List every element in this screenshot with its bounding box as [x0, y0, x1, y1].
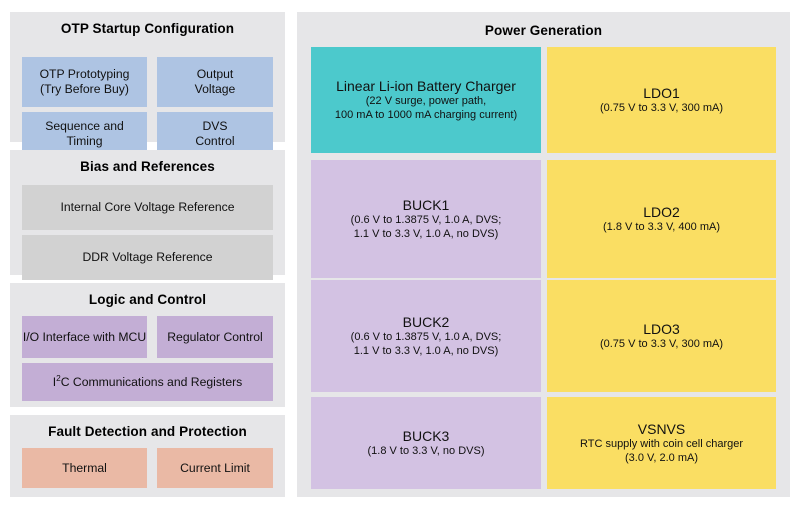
panel-title-otp: OTP Startup Configuration [60, 21, 235, 36]
block-otp-prototyping-line2: (Try Before Buy) [40, 82, 129, 96]
block-buck2-sub1: (0.6 V to 1.3875 V, 1.0 A, DVS; [350, 331, 502, 344]
block-linear-liion-battery-charger[interactable]: Linear Li-ion Battery Charger (22 V surg… [311, 47, 541, 153]
block-ldo2-title: LDO2 [643, 203, 680, 220]
panel-fault-detection-and-protection: Fault Detection and Protection Thermal C… [10, 415, 285, 497]
i2c-prefix: I [52, 374, 57, 389]
block-buck1-sub1: (0.6 V to 1.3875 V, 1.0 A, DVS; [350, 214, 502, 227]
block-buck1-sub2: 1.1 V to 3.3 V, 1.0 A, no DVS) [353, 227, 499, 240]
block-vsnvs-sub1: RTC supply with coin cell charger [579, 438, 744, 451]
block-regulator-control[interactable]: Regulator Control [157, 316, 273, 358]
block-thermal[interactable]: Thermal [22, 448, 147, 488]
block-dvs-control-line1: DVS [202, 119, 228, 134]
panel-title-power-generation: Power Generation [484, 23, 603, 38]
block-buck3-title: BUCK3 [402, 427, 450, 444]
block-buck3-sub1: (1.8 V to 3.3 V, no DVS) [367, 444, 485, 457]
block-buck2-sub2: 1.1 V to 3.3 V, 1.0 A, no DVS) [353, 344, 499, 357]
block-buck1-title: BUCK1 [402, 197, 450, 214]
panel-bias-and-references: Bias and References Internal Core Voltag… [10, 150, 285, 280]
block-sequence-and-timing-line2: Timing [66, 134, 103, 148]
block-output-voltage-line2: Voltage [194, 82, 236, 96]
block-i2c-communications-and-registers[interactable]: I2C Communications and Registers [22, 363, 273, 401]
block-current-limit[interactable]: Current Limit [157, 448, 273, 488]
block-linear-liion-battery-charger-title: Linear Li-ion Battery Charger [336, 78, 516, 95]
block-internal-core-voltage-reference[interactable]: Internal Core Voltage Reference [22, 185, 273, 230]
block-output-voltage-line1: Output [196, 67, 234, 82]
block-io-interface-with-mcu-label: I/O Interface with MCU [22, 329, 147, 344]
block-thermal-label: Thermal [62, 460, 107, 475]
block-ldo2-sub1: (1.8 V to 3.3 V, 400 mA) [603, 220, 720, 233]
block-internal-core-voltage-reference-label: Internal Core Voltage Reference [60, 200, 235, 215]
block-i2c-communications-and-registers-label: I2C Communications and Registers [52, 372, 243, 390]
panel-logic-and-control: Logic and Control I/O Interface with MCU… [10, 283, 285, 407]
block-vsnvs-title: VSNVS [637, 421, 686, 438]
block-regulator-control-label: Regulator Control [167, 329, 263, 344]
block-ldo3-sub1: (0.75 V to 3.3 V, 300 mA) [599, 337, 724, 350]
block-ldo3[interactable]: LDO3 (0.75 V to 3.3 V, 300 mA) [547, 280, 776, 392]
block-linear-liion-battery-charger-sub1: (22 V surge, power path, [365, 95, 487, 108]
block-vsnvs[interactable]: VSNVS RTC supply with coin cell charger … [547, 397, 776, 489]
block-sequence-and-timing[interactable]: Sequence and Timing [22, 112, 147, 156]
block-ldo3-title: LDO3 [643, 320, 680, 337]
panel-title-logic: Logic and Control [88, 292, 207, 307]
panel-title-bias: Bias and References [80, 159, 215, 174]
panel-power-generation: Power Generation Linear Li-ion Battery C… [297, 12, 790, 497]
block-ldo1[interactable]: LDO1 (0.75 V to 3.3 V, 300 mA) [547, 47, 776, 153]
block-ldo2[interactable]: LDO2 (1.8 V to 3.3 V, 400 mA) [547, 160, 776, 278]
block-output-voltage[interactable]: Output Voltage [157, 57, 273, 107]
block-otp-prototyping-line1: OTP Prototyping [39, 67, 130, 82]
panel-otp-startup-configuration: OTP Startup Configuration OTP Prototypin… [10, 12, 285, 156]
block-dvs-control-line2: Control [195, 134, 235, 148]
block-buck2[interactable]: BUCK2 (0.6 V to 1.3875 V, 1.0 A, DVS; 1.… [311, 280, 541, 392]
block-linear-liion-battery-charger-sub2: 100 mA to 1000 mA charging current) [334, 108, 518, 121]
block-buck1[interactable]: BUCK1 (0.6 V to 1.3875 V, 1.0 A, DVS; 1.… [311, 160, 541, 278]
block-dvs-control[interactable]: DVS Control [157, 112, 273, 156]
i2c-suffix: C Communications and Registers [60, 374, 243, 389]
block-otp-prototyping[interactable]: OTP Prototyping (Try Before Buy) [22, 57, 147, 107]
block-io-interface-with-mcu[interactable]: I/O Interface with MCU [22, 316, 147, 358]
block-buck2-title: BUCK2 [402, 314, 450, 331]
i2c-superscript: 2 [56, 372, 61, 383]
block-vsnvs-sub2: (3.0 V, 2.0 mA) [625, 451, 698, 464]
block-sequence-and-timing-line1: Sequence and [45, 119, 124, 134]
block-current-limit-label: Current Limit [180, 460, 250, 475]
block-ddr-voltage-reference-label: DDR Voltage Reference [82, 250, 213, 265]
panel-title-fault: Fault Detection and Protection [48, 424, 247, 439]
block-ddr-voltage-reference[interactable]: DDR Voltage Reference [22, 235, 273, 280]
block-ldo1-title: LDO1 [643, 84, 680, 101]
block-buck3[interactable]: BUCK3 (1.8 V to 3.3 V, no DVS) [311, 397, 541, 489]
block-ldo1-sub1: (0.75 V to 3.3 V, 300 mA) [599, 101, 724, 114]
